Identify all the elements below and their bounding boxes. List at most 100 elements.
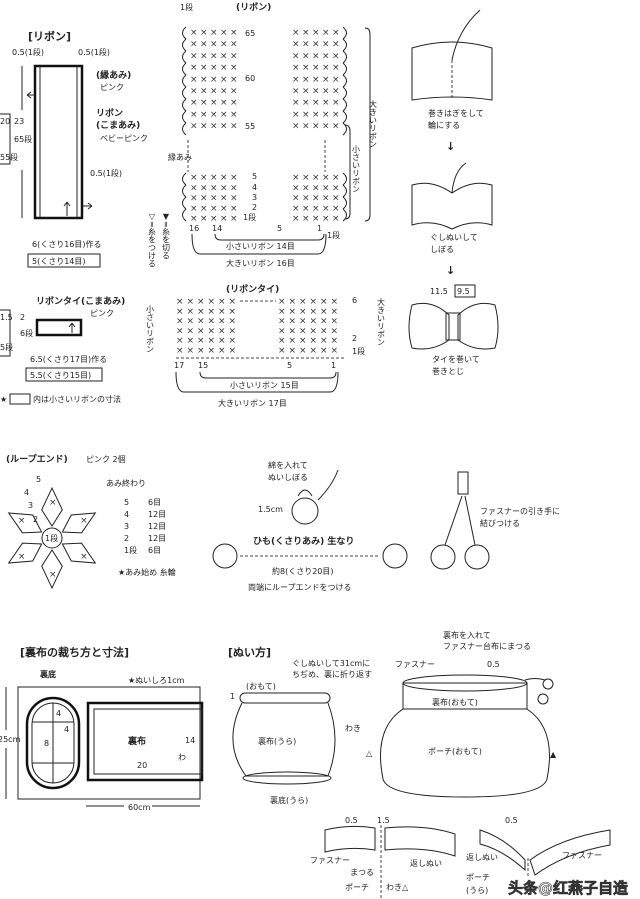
single-crochet-mark: × bbox=[187, 336, 195, 346]
height-large: 23 bbox=[14, 117, 24, 126]
margin-label: 0.5 bbox=[487, 660, 500, 669]
single-crochet-mark: × bbox=[190, 204, 198, 214]
single-crochet-mark: × bbox=[332, 51, 340, 61]
single-crochet-mark: × bbox=[322, 194, 330, 204]
single-crochet-mark: × bbox=[322, 183, 330, 193]
scallop-edge bbox=[342, 50, 347, 64]
sewing-title: [ぬい方] bbox=[228, 645, 271, 659]
bottom-back-label: 裏底(うら) bbox=[270, 795, 308, 805]
single-crochet-mark: × bbox=[289, 307, 297, 317]
petal bbox=[7, 542, 43, 564]
single-crochet-mark: × bbox=[200, 194, 208, 204]
tie-width-large: 6.5(くさり17目)作る bbox=[30, 354, 107, 364]
zipper-tape bbox=[479, 829, 611, 876]
cord-section: 綿を入れて ぬいしぼる 1.5cm ひも(くさりあみ) 生なり 約8(くさり20… bbox=[212, 460, 560, 592]
tie-band bbox=[445, 312, 461, 341]
single-crochet-mark: × bbox=[218, 336, 226, 346]
lining-top-fold bbox=[239, 692, 331, 704]
detail-side: わき△ bbox=[386, 883, 409, 892]
note-text: 内は小さいリボンの寸法 bbox=[33, 394, 121, 404]
single-crochet-mark: × bbox=[310, 307, 318, 317]
ribbon-outline bbox=[33, 64, 84, 220]
step2-a: ぐしぬいして bbox=[430, 233, 478, 242]
loop-title: (ループエンド) bbox=[6, 453, 68, 465]
single-crochet-mark: × bbox=[229, 336, 237, 346]
ball-illustration bbox=[291, 497, 319, 525]
single-crochet-mark: × bbox=[292, 40, 300, 50]
center-ring bbox=[41, 527, 63, 549]
round-4: 4 bbox=[24, 488, 29, 497]
single-crochet-mark: × bbox=[292, 183, 300, 193]
scallop-edge bbox=[182, 122, 187, 136]
loop-star-diagram: ×××××× bbox=[7, 486, 97, 590]
row-label-3: 3 bbox=[252, 193, 257, 202]
scallop-edge bbox=[342, 184, 347, 198]
loop-end-ball bbox=[430, 544, 456, 570]
col-label-1: 1 bbox=[317, 224, 322, 233]
lining-cutting: [裏布の裁ち方と寸法] 裏底 ★ぬいしろ1cm 4 4 8 裏布 14 20 わ… bbox=[0, 645, 204, 812]
loop-end-ball bbox=[212, 543, 238, 569]
tie-rows-small: 5段 bbox=[0, 342, 13, 352]
single-crochet-mark: × bbox=[322, 40, 330, 50]
single-crochet-mark: × bbox=[218, 346, 226, 356]
single-crochet-mark: × bbox=[312, 75, 320, 85]
single-crochet-mark: × bbox=[322, 173, 330, 183]
lining-bottom-ellipse bbox=[242, 771, 332, 785]
single-crochet-mark: × bbox=[278, 307, 286, 317]
single-crochet-mark: × bbox=[278, 336, 286, 346]
single-crochet-mark: × bbox=[220, 122, 228, 132]
single-crochet-mark: × bbox=[176, 326, 184, 336]
single-crochet-mark: × bbox=[302, 51, 310, 61]
single-crochet-mark: × bbox=[230, 183, 238, 193]
single-crochet-mark: × bbox=[220, 40, 228, 50]
single-crochet-mark: × bbox=[331, 336, 339, 346]
stitch-grid: ××××××××××××××××××××××××××××××××××××××××… bbox=[176, 297, 345, 359]
single-crochet-mark: × bbox=[292, 63, 300, 73]
scallop-edge bbox=[182, 208, 187, 222]
step2-b: しぼる bbox=[430, 245, 454, 254]
single-crochet-mark: × bbox=[302, 40, 310, 50]
single-crochet-mark: × bbox=[220, 110, 228, 120]
single-crochet-mark: × bbox=[220, 98, 228, 108]
gather-a: ぐしぬいして31cmに bbox=[292, 659, 370, 668]
single-crochet-mark: × bbox=[200, 63, 208, 73]
step3-a: タイを巻いて bbox=[432, 354, 480, 364]
row-label-55: 55 bbox=[245, 122, 255, 131]
single-crochet-mark: × bbox=[210, 183, 218, 193]
single-crochet-mark: × bbox=[210, 98, 218, 108]
single-crochet-mark: × bbox=[299, 336, 307, 346]
tie-col-15: 15 bbox=[198, 361, 208, 370]
small-bracket bbox=[214, 233, 325, 241]
arrow-up-icon bbox=[63, 201, 71, 216]
single-crochet-mark: × bbox=[299, 326, 307, 336]
needle-thread-icon bbox=[451, 162, 467, 194]
single-crochet-mark: × bbox=[190, 173, 198, 183]
zipper-details: 0.5 1.5 ファスナー まつる 返しぬい ポーチ わき△ 0.5 返しぬい … bbox=[310, 816, 628, 899]
small-size-box bbox=[0, 309, 11, 357]
single-crochet-mark: × bbox=[208, 297, 216, 307]
single-crochet-mark: × bbox=[190, 214, 198, 224]
single-crochet-mark: × bbox=[187, 297, 195, 307]
single-crochet-mark: × bbox=[302, 87, 310, 97]
single-crochet-mark: × bbox=[332, 204, 340, 214]
single-crochet-mark: × bbox=[322, 63, 330, 73]
single-crochet-mark: × bbox=[197, 336, 205, 346]
bow-size-small: 9.5 bbox=[457, 287, 470, 296]
single-crochet-mark: × bbox=[200, 214, 208, 224]
lining-bottom-label: 裏底 bbox=[39, 669, 56, 679]
ribbon-stitch-chart: 1段 (リボン) ×××××××××××××××××××××××××××××××… bbox=[148, 1, 378, 268]
single-crochet-mark: × bbox=[230, 98, 238, 108]
single-crochet-mark: × bbox=[302, 173, 310, 183]
single-crochet-mark: × bbox=[332, 183, 340, 193]
single-crochet-mark: × bbox=[230, 63, 238, 73]
sewing-steps: [ぬい方] ぐしぬいして31cmに ちぢめ、裏に折り返す (おもて) 1 わき … bbox=[228, 630, 557, 805]
round-3: 3 bbox=[28, 501, 33, 510]
single-crochet-mark: × bbox=[312, 28, 320, 38]
step1-b: 輪にする bbox=[428, 120, 460, 130]
scallop-edge bbox=[342, 208, 347, 222]
scallop-edge bbox=[342, 74, 347, 88]
single-crochet-mark: × bbox=[320, 336, 328, 346]
single-crochet-mark: × bbox=[322, 75, 330, 85]
single-crochet-mark: × bbox=[197, 317, 205, 327]
chart-title: (リボン) bbox=[236, 1, 271, 13]
